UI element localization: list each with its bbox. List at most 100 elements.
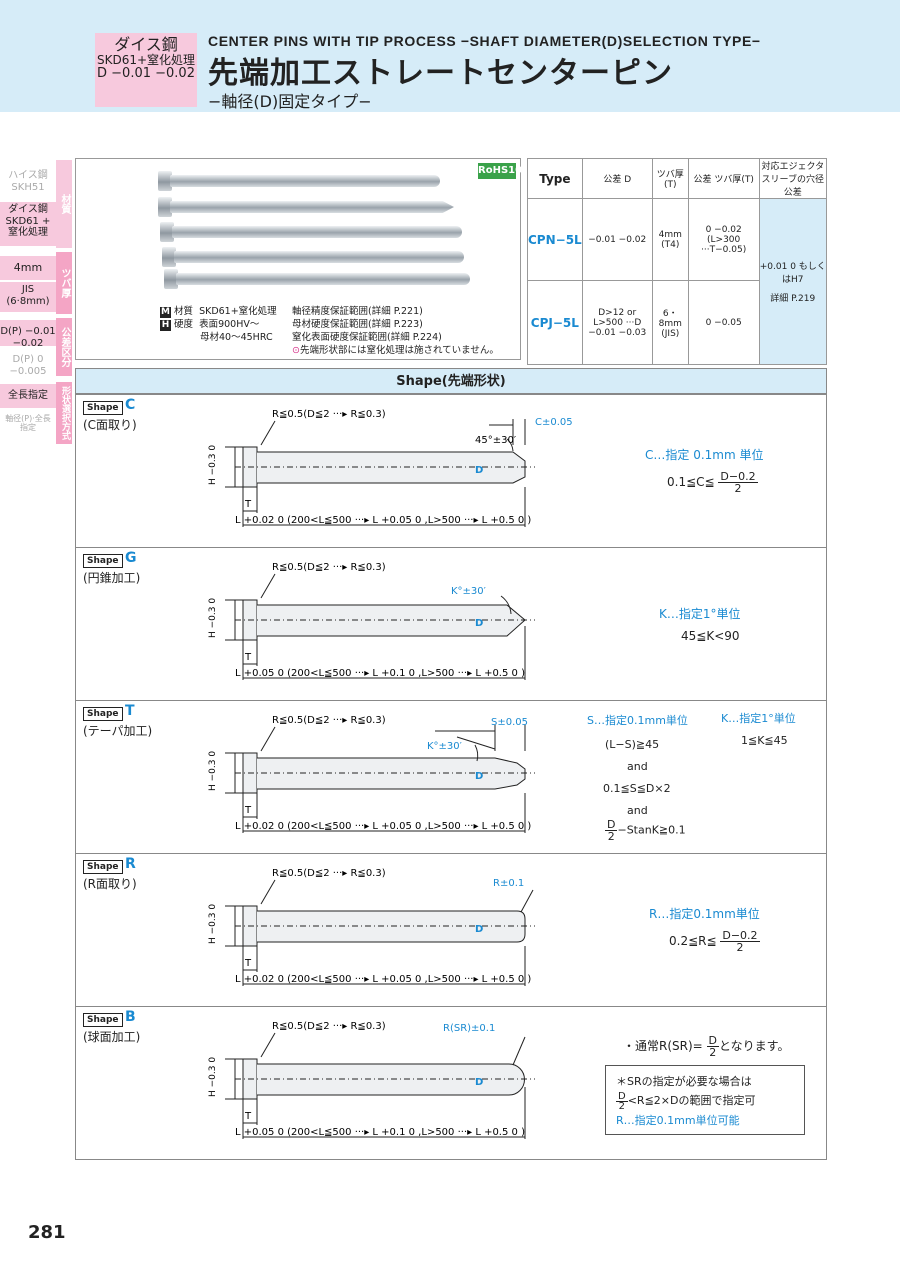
note-text: となります。 — [719, 1039, 790, 1053]
guarantee-1[interactable]: 軸径精度保証範囲(詳細 P.221) — [292, 306, 423, 317]
side-item-label: 軸径(P)·全長 指定 — [5, 414, 51, 433]
shape-row-c: Shape C (C面取り) R≦0.5(D≦2 ···▸ R≦0.3) C±0… — [75, 394, 827, 547]
note-1: S…指定0.1mm単位 — [587, 711, 688, 731]
shape-g-drawing: R≦0.5(D≦2 ···▸ R≦0.3) K°±30′ D H −0.3 0 … — [208, 562, 535, 680]
shape-t-drawing: R≦0.5(D≦2 ···▸ R≦0.3) S±0.05 K°±30′ D H … — [208, 715, 535, 833]
note-8: 1≦K≦45 — [741, 734, 788, 747]
frac-num: D — [706, 1034, 720, 1047]
t-label: T — [244, 499, 252, 510]
shape-r-drawing: R≦0.5(D≦2 ···▸ R≦0.3) R±0.1 D H −0.3 0 T… — [208, 868, 535, 986]
l-label: L +0.05 0 (200<L≦500 ···▸ L +0.1 0 ,L>50… — [235, 1127, 525, 1138]
tab-tolerance[interactable]: 公差区分 — [56, 318, 72, 376]
shape-b-drawing: R≦0.5(D≦2 ···▸ R≦0.3) R(SR)±0.1 D H −0.3… — [208, 1021, 535, 1139]
side-item-jis[interactable]: JIS (6·8mm) — [0, 282, 56, 312]
note-text: 0.2≦R≦ — [669, 934, 717, 948]
l-label: L +0.05 0 (200<L≦500 ···▸ L +0.1 0 ,L>50… — [235, 668, 525, 679]
box-text: <R≦2×Dの範囲で指定可 — [627, 1094, 756, 1107]
shape-code: B — [125, 1009, 136, 1025]
spec-label: 硬度 — [174, 319, 194, 330]
shape-title: Shape(先端形状) — [75, 368, 827, 394]
sleeve-cell: +0.01 0 もしくはH7 詳細 P.219 — [758, 198, 828, 365]
l-label: L +0.02 0 (200<L≦500 ···▸ L +0.05 0 ,L>5… — [235, 974, 531, 985]
frac-num: D — [605, 818, 618, 831]
side-item-label: D(P) 0 −0.005 — [9, 354, 47, 377]
side-item-tol-b[interactable]: D(P) 0 −0.005 — [0, 348, 56, 377]
note-2: 45≦K<90 — [681, 629, 740, 643]
shape-name: (円錐加工) — [83, 571, 141, 585]
d-label: D — [475, 1077, 483, 1088]
material-mark-icon: M — [160, 307, 171, 318]
side-item-label: ハイス鋼 SKH51 — [8, 170, 48, 193]
shape-row-r: Shape R (R面取り) R≦0.5(D≦2 ···▸ R≦0.3) R±0… — [75, 853, 827, 1006]
sleeve-ref[interactable]: 詳細 P.219 — [770, 294, 816, 304]
tab-material[interactable]: 材質 — [56, 160, 72, 248]
side-item-4mm[interactable]: 4mm — [0, 256, 56, 280]
side-item-length[interactable]: 全長指定 — [0, 384, 56, 408]
shape-code: R — [125, 856, 136, 872]
spec-hardness2: 母材40〜45HRC — [200, 332, 273, 343]
type-cell[interactable]: CPJ−5L — [527, 280, 583, 365]
guarantee-3[interactable]: 窒化表面硬度保証範囲(詳細 P.224) — [292, 332, 442, 343]
material-line2: SKD61+窒化処理 — [96, 52, 196, 67]
h-label: H −0.3 0 — [208, 904, 218, 944]
tab-label: 材質 — [59, 194, 70, 214]
frac-den: 2 — [607, 830, 615, 843]
tab-label: 公差区分 — [59, 327, 70, 367]
pin-image — [160, 222, 174, 242]
type-table: Type 公差 D ツバ厚 (T) 公差 ツバ厚(T) 対応エジェクタ スリーブ… — [527, 158, 828, 365]
h-label: H −0.3 0 — [208, 598, 218, 638]
t-label: T — [244, 805, 252, 816]
note-text: C…指定 0.1mm 単位 — [645, 448, 764, 462]
d-label: D — [475, 618, 483, 629]
guarantee-4: ⊙先端形状部には窒化処理は施されていません。 — [292, 344, 499, 357]
side-item-label: ダイス鋼 SKD61 + 窒化処理 — [5, 204, 51, 238]
r-note: R≦0.5(D≦2 ···▸ R≦0.3) — [272, 562, 386, 573]
side-item-label: 4mm — [13, 261, 43, 274]
angle-label: 45°±30′ — [475, 435, 517, 446]
tab-flange[interactable]: ツバ厚 — [56, 252, 72, 314]
side-item-skd61[interactable]: ダイス鋼 SKD61 + 窒化処理 — [0, 202, 56, 246]
r-note: R≦0.5(D≦2 ···▸ R≦0.3) — [272, 1021, 386, 1032]
frac-den: 2 — [709, 1046, 717, 1059]
tip-label: K°±30′ — [451, 586, 487, 597]
title-en: CENTER PINS WITH TIP PROCESS −SHAFT DIAM… — [208, 33, 761, 49]
note-text: 0.1≦C≦ — [667, 475, 715, 489]
note-text: K…指定1°単位 — [659, 607, 741, 621]
shape-name: (テーパ加工) — [83, 724, 153, 738]
h-label: H −0.3 0 — [208, 1057, 218, 1097]
material-line1: ダイス鋼 — [114, 35, 178, 54]
shape-badge: Shape — [83, 860, 123, 874]
col-type: Type — [527, 158, 583, 199]
pin-image — [172, 226, 462, 238]
tab-selection[interactable]: 形状選択方式 — [56, 382, 72, 444]
warning-icon: ⊙ — [292, 345, 300, 356]
tab-label: ツバ厚 — [59, 268, 70, 298]
pin-image — [174, 251, 464, 263]
guarantee-2[interactable]: 母材硬度保証範囲(詳細 P.223) — [292, 319, 423, 330]
page-number: 281 — [28, 1222, 66, 1243]
shape-name: (R面取り) — [83, 877, 137, 891]
pin-image — [176, 273, 470, 285]
side-item-diam-length[interactable]: 軸径(P)·全長 指定 — [0, 410, 56, 442]
side-item-tol-a[interactable]: D(P) −0.01 −0.02 — [0, 320, 56, 349]
angle-label: K°±30′ — [427, 741, 463, 752]
type-cell[interactable]: CPN−5L — [527, 198, 583, 281]
shape-row-b: Shape B (球面加工) R≦0.5(D≦2 ···▸ R≦0.3) R(S… — [75, 1006, 827, 1160]
pin-image — [162, 247, 176, 267]
side-item-skh51[interactable]: ハイス鋼 SKH51 — [0, 166, 56, 200]
box-line: R…指定0.1mm単位可能 — [616, 1111, 794, 1130]
r-note: R≦0.5(D≦2 ···▸ R≦0.3) — [272, 715, 386, 726]
note-5: and — [627, 804, 648, 817]
r-note: R≦0.5(D≦2 ···▸ R≦0.3) — [272, 409, 386, 420]
